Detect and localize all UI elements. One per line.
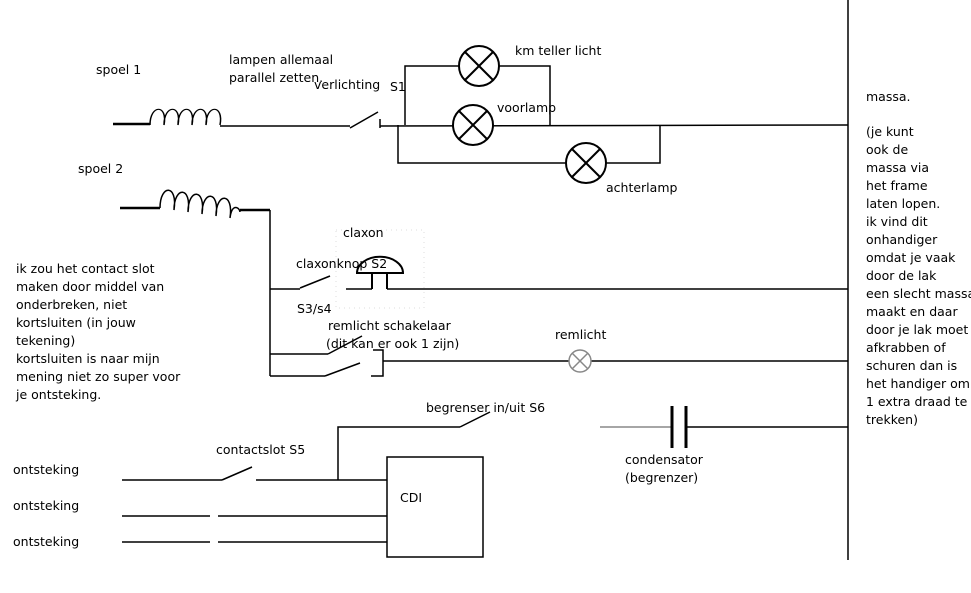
label-remlicht-note: (dit kan er ook 1 zijn) bbox=[326, 336, 459, 351]
label-condensator: condensator bbox=[625, 452, 704, 467]
label-begrenser: begrenser in/uit S6 bbox=[426, 400, 545, 415]
label-voorlamp: voorlamp bbox=[497, 100, 556, 115]
switch-s6 bbox=[459, 411, 491, 428]
voorlamp-icon bbox=[452, 104, 494, 146]
switch-s4 bbox=[324, 362, 361, 377]
label-lampen-note-1: lampen allemaal bbox=[229, 52, 333, 67]
claxon-icon bbox=[355, 255, 405, 289]
label-massa: massa. bbox=[866, 89, 911, 104]
cdi-box bbox=[386, 456, 484, 558]
label-verlichting: verlichting bbox=[314, 77, 380, 92]
label-remlicht: remlicht bbox=[555, 327, 606, 342]
label-s3s4: S3/s4 bbox=[297, 301, 332, 316]
label-km-teller: km teller licht bbox=[515, 43, 601, 58]
begrenser-wire-left bbox=[337, 426, 460, 480]
label-achterlamp: achterlamp bbox=[606, 180, 677, 195]
label-contactslot: contactslot S5 bbox=[216, 442, 305, 457]
label-claxon: claxon bbox=[343, 225, 384, 240]
label-ontsteking-3: ontsteking bbox=[13, 534, 79, 549]
label-spoel1: spoel 1 bbox=[96, 62, 141, 77]
remlicht-lamp-icon bbox=[568, 349, 592, 373]
achterlamp-branch bbox=[397, 125, 661, 164]
label-lampen-note-2: parallel zetten. bbox=[229, 70, 323, 85]
remlicht-contacts bbox=[371, 349, 384, 377]
lighting-wire bbox=[379, 124, 849, 127]
label-remlicht-schakelaar: remlicht schakelaar bbox=[328, 318, 452, 333]
label-ontsteking-1: ontsteking bbox=[13, 462, 79, 477]
switch-s1 bbox=[349, 111, 379, 129]
label-ontsteking-2: ontsteking bbox=[13, 498, 79, 513]
spoel1-coil bbox=[113, 108, 350, 127]
km-teller-lamp-icon bbox=[458, 45, 500, 87]
spoel2-coil bbox=[120, 189, 270, 219]
label-claxonknop: claxonknop S2 bbox=[296, 256, 387, 271]
condensator-icon bbox=[670, 406, 688, 448]
achterlamp-icon bbox=[565, 142, 607, 184]
label-cdi: CDI bbox=[400, 490, 422, 505]
label-begrenzer: (begrenzer) bbox=[625, 470, 698, 485]
label-s1: S1 bbox=[390, 79, 406, 94]
note-massa: (je kunt ook de massa via het frame late… bbox=[866, 124, 971, 427]
switch-s2 bbox=[299, 275, 331, 289]
switch-s5 bbox=[221, 466, 253, 481]
switch-s3 bbox=[327, 335, 363, 355]
claxon-grid bbox=[335, 229, 425, 309]
note-contactslot: ik zou het contact slot maken door midde… bbox=[16, 261, 181, 402]
label-spoel2: spoel 2 bbox=[78, 161, 123, 176]
